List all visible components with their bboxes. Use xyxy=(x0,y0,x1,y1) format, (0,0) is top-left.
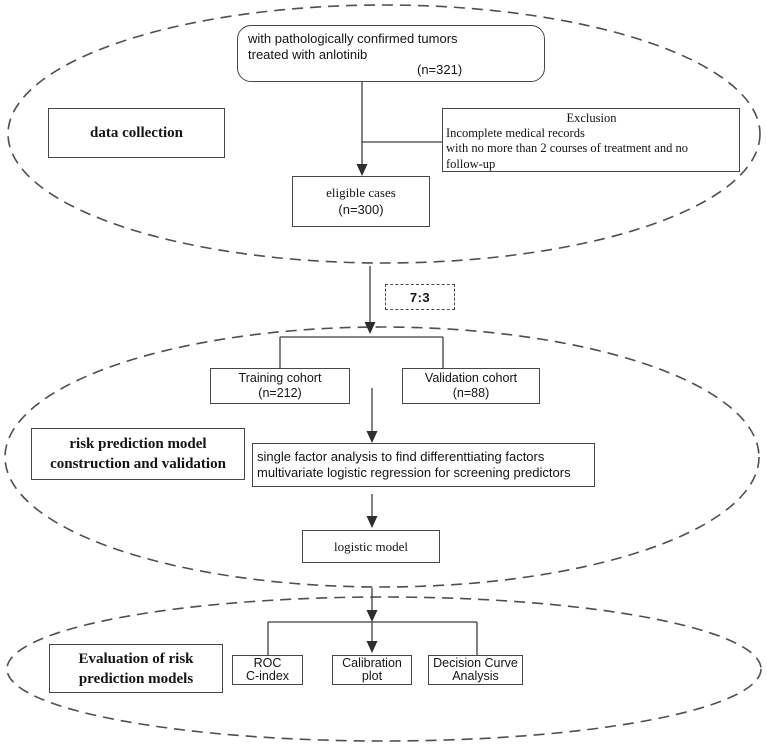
decision-line-2: Analysis xyxy=(452,669,499,683)
exclusion-line-3: follow-up xyxy=(446,156,496,171)
exclusion-line-2: with no more than 2 courses of treatment… xyxy=(446,141,688,156)
calibration-plot-box: Calibration plot xyxy=(332,655,412,685)
arrowhead-model xyxy=(366,516,378,528)
training-line-1: Training cohort xyxy=(238,371,322,385)
analysis-line-2: multivariate logistic regression for scr… xyxy=(257,465,571,480)
validation-cohort-box: Validation cohort (n=88) xyxy=(402,368,540,404)
calibration-line-1: Calibration xyxy=(342,655,402,670)
validation-count: (n=88) xyxy=(452,386,490,400)
source-population-box: with pathologically confirmed tumors tre… xyxy=(237,25,545,82)
calibration-line-2: plot xyxy=(361,669,383,683)
stage1-boundary-ellipse xyxy=(7,4,761,264)
split-ratio-label: 7:3 xyxy=(409,289,431,305)
eligible-cases-box: eligible cases (n=300) xyxy=(292,176,430,227)
training-cohort-box: Training cohort (n=212) xyxy=(210,368,350,404)
arrowhead-split-branch xyxy=(364,322,376,334)
stage3-boundary-ellipse xyxy=(6,596,762,742)
arrowhead-calibration xyxy=(366,641,378,653)
source-line-1: with pathologically confirmed tumors xyxy=(248,31,458,47)
exclusion-line-1: Incomplete medical records xyxy=(446,126,585,141)
analysis-line-1: single factor analysis to find different… xyxy=(257,448,545,464)
factor-analysis-box: single factor analysis to find different… xyxy=(252,443,595,487)
split-ratio-box: 7:3 xyxy=(385,284,455,310)
stage2-label-box: risk prediction model construction and v… xyxy=(31,428,245,480)
stage1-label: data collection xyxy=(90,124,183,141)
stage3-label-line-1: Evaluation of risk xyxy=(78,650,194,667)
stage3-label-box: Evaluation of risk prediction models xyxy=(49,644,223,693)
stage1-label-box: data collection xyxy=(48,108,225,158)
roc-line-1: ROC xyxy=(253,655,282,670)
eligible-line-1: eligible cases xyxy=(326,185,396,200)
validation-line-1: Validation cohort xyxy=(424,371,518,385)
exclusion-title: Exclusion xyxy=(566,111,617,125)
stage2-label-line-1: risk prediction model xyxy=(69,436,207,452)
arrowhead-evaluation-branch xyxy=(366,610,378,622)
stage2-label-line-2: construction and validation xyxy=(50,456,226,472)
decision-line-1: Decision Curve xyxy=(433,655,518,670)
source-line-2: treated with anlotinib xyxy=(248,46,368,62)
stage3-label-line-2: prediction models xyxy=(78,670,194,687)
source-count: (n=321) xyxy=(417,62,463,78)
logistic-model-box: logistic model xyxy=(302,530,440,563)
roc-line-2: C-index xyxy=(245,669,290,683)
arrowhead-eligible xyxy=(356,164,368,176)
training-count: (n=212) xyxy=(258,386,302,400)
roc-cindex-box: ROC C-index xyxy=(232,655,303,685)
eligible-count: (n=300) xyxy=(338,201,384,217)
decision-curve-box: Decision Curve Analysis xyxy=(428,655,523,685)
arrowhead-analysis xyxy=(366,431,378,443)
stage2-boundary-ellipse xyxy=(4,326,760,588)
exclusion-box: Exclusion Incomplete medical records wit… xyxy=(442,108,740,172)
logistic-model-label: logistic model xyxy=(333,539,409,554)
